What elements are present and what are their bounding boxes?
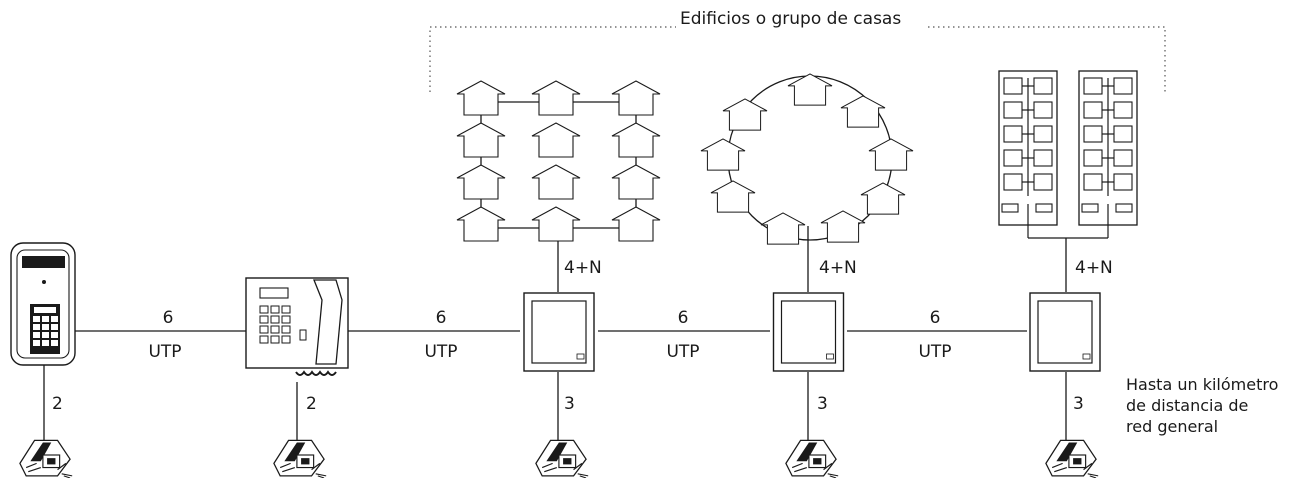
group-bracket (429, 26, 1166, 92)
house-icon (456, 80, 661, 242)
drop-label: 2 (52, 394, 63, 414)
house-icon (700, 73, 914, 245)
door-entry-panel-icon (10, 242, 76, 366)
link-cable-label: UTP (918, 342, 952, 362)
distributor-box-icon (1029, 292, 1101, 372)
link-cable-label: UTP (666, 342, 700, 362)
drop-label: 3 (817, 394, 828, 414)
drop-label: 2 (306, 394, 317, 414)
riser-label: 4+N (1075, 258, 1113, 278)
link-count-label: 6 (929, 308, 941, 328)
power-supply-icon (273, 439, 327, 478)
distance-note-line: red general (1126, 417, 1219, 436)
distance-note-line: de distancia de (1126, 396, 1249, 415)
power-supply-icon (535, 439, 589, 478)
distance-note-line: Hasta un kilómetro (1126, 375, 1279, 394)
vertical-lines (43, 226, 1067, 440)
power-supply-icon (785, 439, 839, 478)
group-title: Edificios o grupo de casas (680, 9, 902, 29)
house-ring-network (700, 73, 914, 245)
drop-label: 3 (564, 394, 575, 414)
drop-label: 3 (1073, 394, 1084, 414)
riser-label: 4+N (564, 258, 602, 278)
distributor-box-icon (772, 292, 845, 372)
distance-note: Hasta un kilómetro de distancia de red g… (1126, 374, 1278, 437)
apartment-building-icon (998, 70, 1138, 239)
concierge-desk-phone-icon (245, 277, 349, 376)
link-count-label: 6 (435, 308, 447, 328)
link-count-label: 6 (677, 308, 689, 328)
link-cable-label: UTP (424, 342, 458, 362)
house-grid-network (456, 80, 661, 242)
distributor-box-icon (523, 292, 595, 372)
link-cable-label: UTP (148, 342, 182, 362)
link-count-label: 6 (162, 308, 174, 328)
power-supply-icon (1045, 439, 1099, 478)
power-supply-icon (19, 439, 73, 478)
riser-label: 4+N (819, 258, 857, 278)
